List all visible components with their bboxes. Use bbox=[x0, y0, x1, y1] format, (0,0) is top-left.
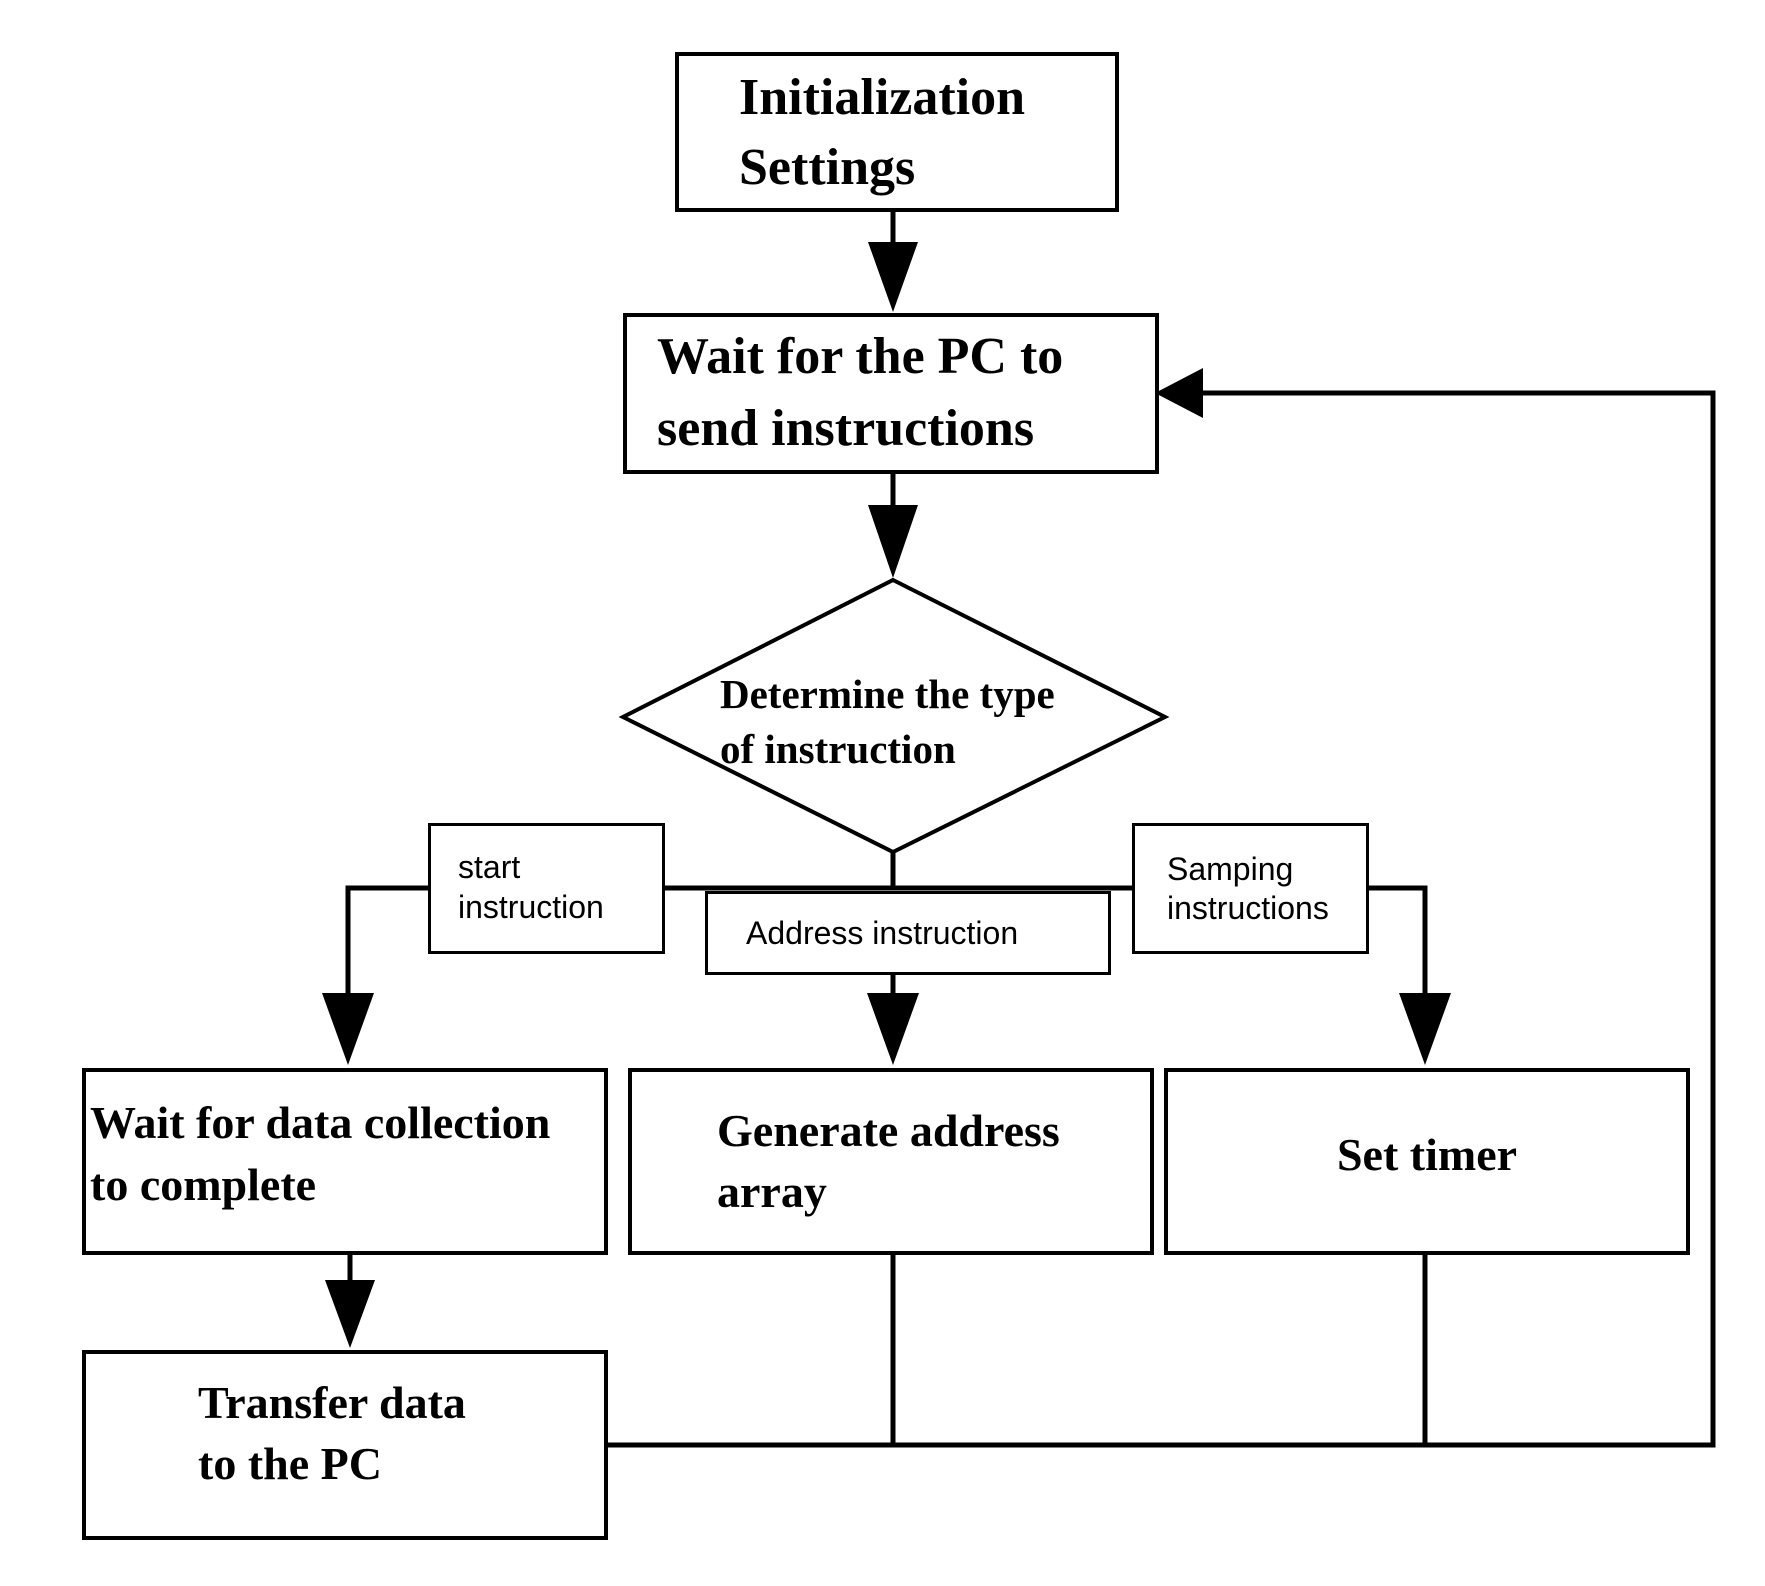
wait-pc-label-line1: Wait for the PC to bbox=[657, 328, 1064, 385]
wait-pc-box: Wait for the PC to send instructions bbox=[623, 313, 1159, 474]
start-label-line1: start bbox=[458, 849, 521, 885]
arrowhead-to-transfer bbox=[325, 1280, 375, 1348]
generate-address-box: Generate address array bbox=[628, 1068, 1154, 1255]
init-label-line1: Initialization bbox=[739, 69, 1026, 126]
gen-address-label-line2: array bbox=[717, 1166, 827, 1217]
label-sampling-instructions: Samping instructions bbox=[1132, 823, 1369, 954]
label-address-instruction: Address instruction bbox=[705, 891, 1111, 975]
sampling-label-line2: instructions bbox=[1167, 890, 1329, 926]
set-timer-label: Set timer bbox=[1336, 1129, 1518, 1180]
wait-data-label-line1: Wait for data collection bbox=[90, 1097, 551, 1148]
arrowhead-to-genaddr bbox=[867, 993, 919, 1065]
init-label-line2: Settings bbox=[739, 139, 916, 196]
decision-diamond bbox=[618, 577, 1170, 855]
wait-pc-label-line2: send instructions bbox=[657, 400, 1035, 457]
start-label-line2: instruction bbox=[458, 889, 604, 925]
set-timer-box: Set timer bbox=[1164, 1068, 1690, 1255]
wait-data-label-line2: to complete bbox=[90, 1159, 317, 1210]
init-box: Initialization Settings bbox=[675, 52, 1119, 212]
transfer-label-line2: to the PC bbox=[198, 1438, 382, 1489]
decision-label-line1: Determine the type bbox=[720, 671, 1055, 717]
arrowhead-to-settimer bbox=[1399, 993, 1451, 1065]
wait-data-box: Wait for data collection to complete bbox=[82, 1068, 608, 1255]
arrowhead-to-waitdata bbox=[322, 993, 374, 1065]
arrowhead-return bbox=[1155, 368, 1203, 418]
label-start-instruction: start instruction bbox=[428, 823, 665, 954]
gen-address-label-line1: Generate address bbox=[717, 1105, 1060, 1156]
address-label: Address instruction bbox=[746, 915, 1019, 951]
decision-label-line2: of instruction bbox=[720, 726, 956, 772]
arrowhead-to-decision bbox=[868, 505, 918, 578]
transfer-box: Transfer data to the PC bbox=[82, 1350, 608, 1540]
sampling-label-line1: Samping bbox=[1167, 851, 1294, 887]
arrowhead-to-wait bbox=[868, 242, 918, 312]
transfer-label-line1: Transfer data bbox=[198, 1377, 466, 1428]
